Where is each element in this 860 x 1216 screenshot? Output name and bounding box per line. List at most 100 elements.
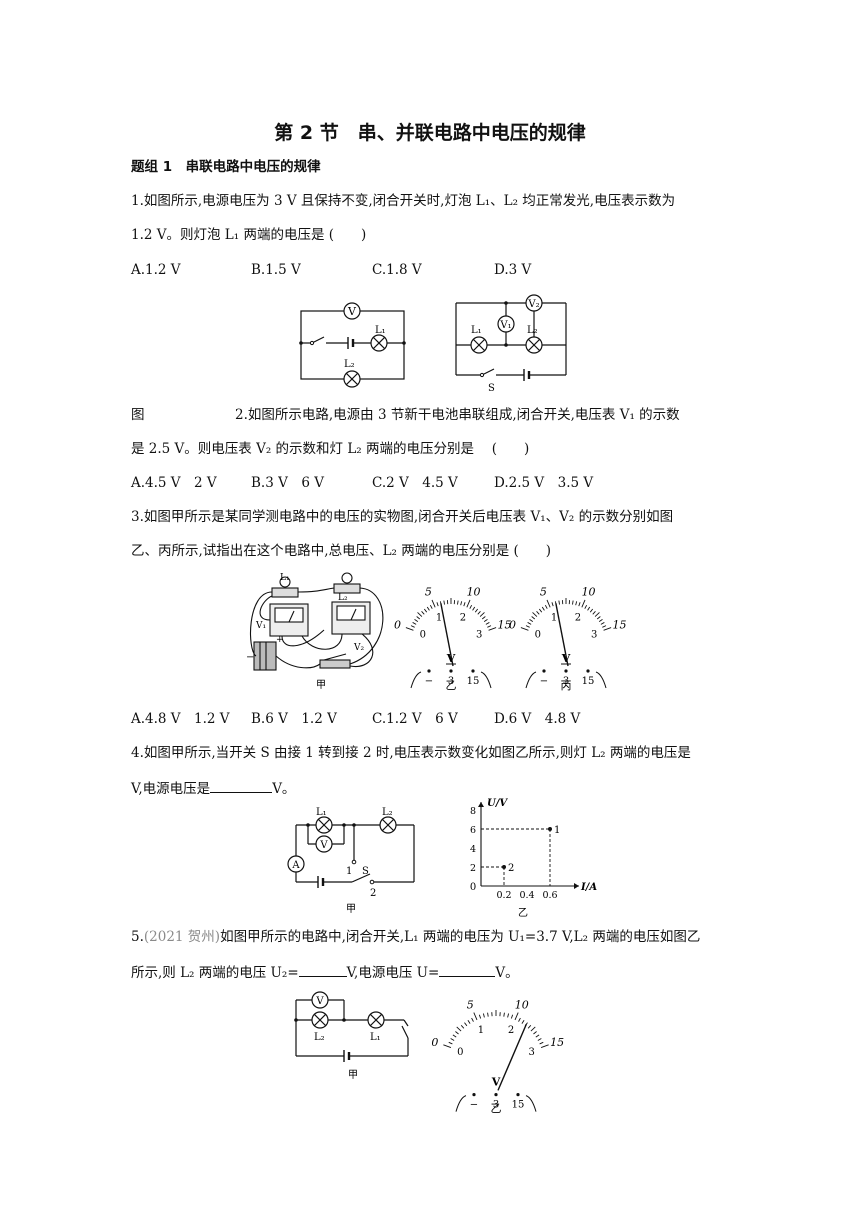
q5-line2-a: 所示,则 L₂ 两端的电压 U₂= xyxy=(131,965,299,981)
q5-blank-u2 xyxy=(298,962,347,977)
q4-line1: 4.如图甲所示,当开关 S 由接 1 转到接 2 时,电压表示数变化如图乙所示,… xyxy=(131,745,691,761)
meter-tick xyxy=(478,1014,482,1019)
q4-blank-source xyxy=(210,778,273,793)
meter-terminal-label: − xyxy=(425,676,433,687)
switch-s-label: S xyxy=(362,866,369,877)
q5-line2: 所示,则 L₂ 两端的电压 U₂=V,电源电压 U=V。 xyxy=(131,962,519,982)
meter-terminal-label: 3 xyxy=(563,676,569,687)
meter-scale-15-label: 10 xyxy=(467,586,481,599)
x-axis-arrow xyxy=(574,883,579,889)
meter-tick xyxy=(536,611,540,615)
q2-option-b: B.3 V 6 V xyxy=(251,475,324,491)
meter-tick xyxy=(416,616,421,620)
meter-tick xyxy=(482,1013,485,1018)
meter-scale-3-label: 3 xyxy=(529,1047,535,1058)
l2-label: L₂ xyxy=(338,593,348,603)
meter-tick xyxy=(417,612,423,617)
x-tick-label: 0.2 xyxy=(496,890,511,901)
meter-unit-label: V xyxy=(491,1076,501,1089)
q5-line1: 5.(2021 贺州)如图甲所示的电路中,闭合开关,L₁ 两端的电压为 U₁=3… xyxy=(131,928,700,946)
meter-tick xyxy=(421,611,425,615)
meter-tick xyxy=(558,600,560,605)
q3-option-c: C.1.2 V 6 V xyxy=(372,711,458,727)
meter-scale-3-label: 3 xyxy=(591,630,597,641)
meter-tick xyxy=(436,602,439,607)
lamp-l2-label: L₂ xyxy=(314,1032,325,1043)
meter-tick xyxy=(443,600,445,605)
meter-scale-15-label: 0 xyxy=(394,619,401,632)
meter-tick xyxy=(603,627,612,631)
meter-terminal-label: − xyxy=(470,1100,478,1111)
meter-terminal xyxy=(586,669,590,673)
meter-tick xyxy=(412,622,417,625)
meter-tick xyxy=(464,1022,468,1027)
meter-tick xyxy=(469,604,473,609)
q1-circuit-figure: V L₁ L₂ xyxy=(299,302,406,388)
meter-unit-label: V xyxy=(446,652,456,665)
meter-terminal-label: 3 xyxy=(448,676,454,687)
meter-scale-3-label: 0 xyxy=(420,630,426,641)
meter-tick xyxy=(457,600,459,605)
x-tick-label: 0.4 xyxy=(519,890,534,901)
meter-tick xyxy=(572,600,574,605)
meter-tick xyxy=(488,627,497,631)
switch-s-label: S xyxy=(488,383,495,394)
meter-terminal-label: 3 xyxy=(493,1100,499,1111)
meter-wire xyxy=(480,671,492,689)
y-axis-arrow xyxy=(478,802,484,807)
meter-tick xyxy=(472,606,476,611)
meter-scale-3-label: 2 xyxy=(575,612,581,623)
meter-tick xyxy=(450,1038,455,1041)
y-tick-label: 4 xyxy=(470,844,476,855)
x-tick-label: 0.6 xyxy=(542,890,557,901)
meter-tick xyxy=(531,616,536,620)
lamp-l1-label: L₁ xyxy=(375,325,386,336)
meter-tick xyxy=(473,1012,478,1021)
meter-wire xyxy=(595,671,607,689)
meter-terminal-label: 15 xyxy=(467,676,480,687)
meter-caption: 乙 xyxy=(446,679,457,692)
meter-scale-3-label: 2 xyxy=(460,612,466,623)
data-point xyxy=(548,827,552,831)
y-tick-label: 6 xyxy=(470,825,476,836)
meter-scale-15-label: 15 xyxy=(498,619,512,632)
meter-tick xyxy=(589,608,594,613)
meter-terminal-label: 15 xyxy=(512,1100,525,1111)
page-title: 第 2 节 串、并联电路中电压的规律 xyxy=(274,122,586,144)
q5-line1-rest: 如图甲所示的电路中,闭合开关,L₁ 两端的电压为 U₁=3.7 V,L₂ 两端的… xyxy=(220,929,701,945)
q1-option-a: A.1.2 V xyxy=(131,262,181,278)
q5-line2-b: V,电源电压 U= xyxy=(346,965,440,981)
lamp-l1-label: L₁ xyxy=(316,807,327,818)
q5-blank-u xyxy=(439,962,496,977)
meter-tick xyxy=(479,612,485,617)
meter-tick xyxy=(520,627,529,631)
meter-tick xyxy=(460,1025,465,1029)
meter-tick xyxy=(414,619,419,623)
plus-terminal: + xyxy=(276,635,284,645)
meter-caption: 乙 xyxy=(491,1102,502,1115)
meter-wire xyxy=(455,1095,467,1112)
meter-tick xyxy=(443,1044,452,1049)
meter-scale-15-label: 5 xyxy=(425,586,432,599)
q4-circuit-figure: V A L₁ L₂ 1 S 2 甲 xyxy=(287,807,415,915)
lamp-l2-label: L₂ xyxy=(382,807,393,818)
meter-tick xyxy=(431,599,436,608)
meter-scale-3-label: 0 xyxy=(457,1047,463,1058)
q3-line1: 3.如图甲所示是某同学测电路中的电压的实物图,闭合开关后电压表 V₁、V₂ 的示… xyxy=(131,509,674,525)
meter-terminal-label: 15 xyxy=(582,676,595,687)
meter-tick xyxy=(544,604,548,609)
meter-tick xyxy=(463,602,466,607)
y-tick-label: 2 xyxy=(470,863,476,874)
meter-tick xyxy=(546,599,551,608)
meter-tick xyxy=(487,1012,489,1017)
meter-tick xyxy=(596,616,601,620)
meter-tick xyxy=(537,1038,542,1041)
q2-option-c: C.2 V 4.5 V xyxy=(372,475,458,491)
meter-tick xyxy=(541,606,545,611)
q1-line1: 1.如图所示,电源电压为 3 V 且保持不变,闭合开关时,灯泡 L₁、L₂ 均正… xyxy=(131,193,676,209)
q5-circuit-figure: V L₂ L₁ 甲 xyxy=(294,991,409,1081)
meter-tick xyxy=(527,1025,532,1029)
